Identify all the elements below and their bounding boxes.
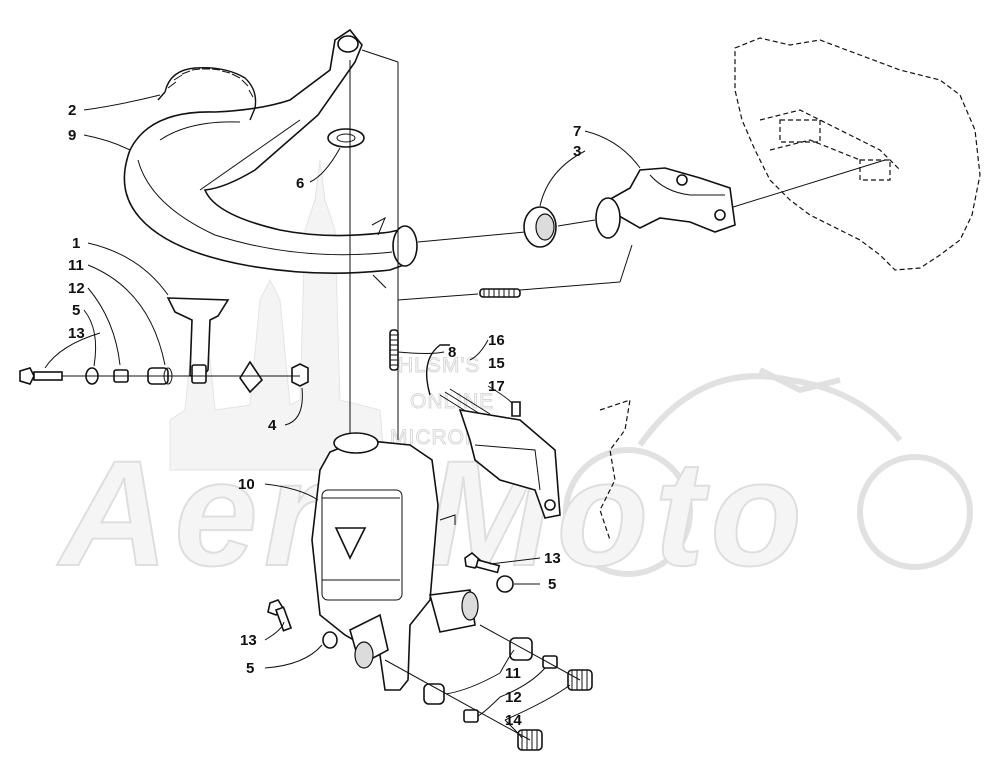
- lower-hardware: [267, 551, 593, 751]
- bracket-1: [166, 297, 230, 384]
- callout-4: 4: [268, 417, 277, 434]
- engine-outline: [729, 37, 981, 271]
- callout-16: 16: [488, 332, 505, 349]
- callout-9: 9: [68, 127, 76, 144]
- callout-11-bottom: 11: [505, 665, 521, 682]
- callout-5-right: 5: [548, 576, 556, 593]
- watermark-line1: HLSM'S: [398, 354, 480, 377]
- callout-13-left: 13: [240, 632, 257, 649]
- callout-5-top: 5: [72, 302, 80, 319]
- hardware-row: [19, 360, 309, 394]
- callout-1: 1: [72, 235, 80, 252]
- callout-15: 15: [488, 355, 505, 372]
- spring-8: [389, 288, 521, 421]
- callout-13-top: 13: [68, 325, 85, 342]
- callout-8: 8: [448, 344, 456, 361]
- expansion-pipe: [123, 28, 418, 289]
- callout-13-right: 13: [544, 550, 561, 567]
- guide-lines: [349, 49, 633, 450]
- grommet-6: [327, 128, 365, 148]
- support-bracket: [458, 399, 631, 541]
- watermark-line2: ONLINE: [410, 390, 494, 413]
- exhaust-manifold-7: [595, 167, 736, 239]
- callout-12-bottom: 12: [505, 689, 522, 706]
- callout-11-top: 11: [68, 257, 84, 274]
- callout-2: 2: [68, 102, 76, 119]
- watermark-motorcycle: [563, 367, 973, 577]
- callout-12-top: 12: [68, 280, 85, 297]
- sealing-ring-3: [523, 206, 557, 248]
- callout-5-left: 5: [246, 660, 254, 677]
- spring-2: [157, 67, 257, 121]
- leader-lines: [44, 94, 641, 739]
- callout-3: 3: [573, 143, 581, 160]
- callout-10: 10: [238, 476, 255, 493]
- muffler-10: [311, 432, 479, 691]
- callout-6: 6: [296, 175, 304, 192]
- callout-7: 7: [573, 123, 581, 140]
- callout-labels: 2 9 1 11 12 5 13 4 6 7 3 8 16 15 17 10 1…: [68, 102, 581, 729]
- callout-17: 17: [488, 378, 505, 395]
- callout-14: 14: [505, 712, 522, 729]
